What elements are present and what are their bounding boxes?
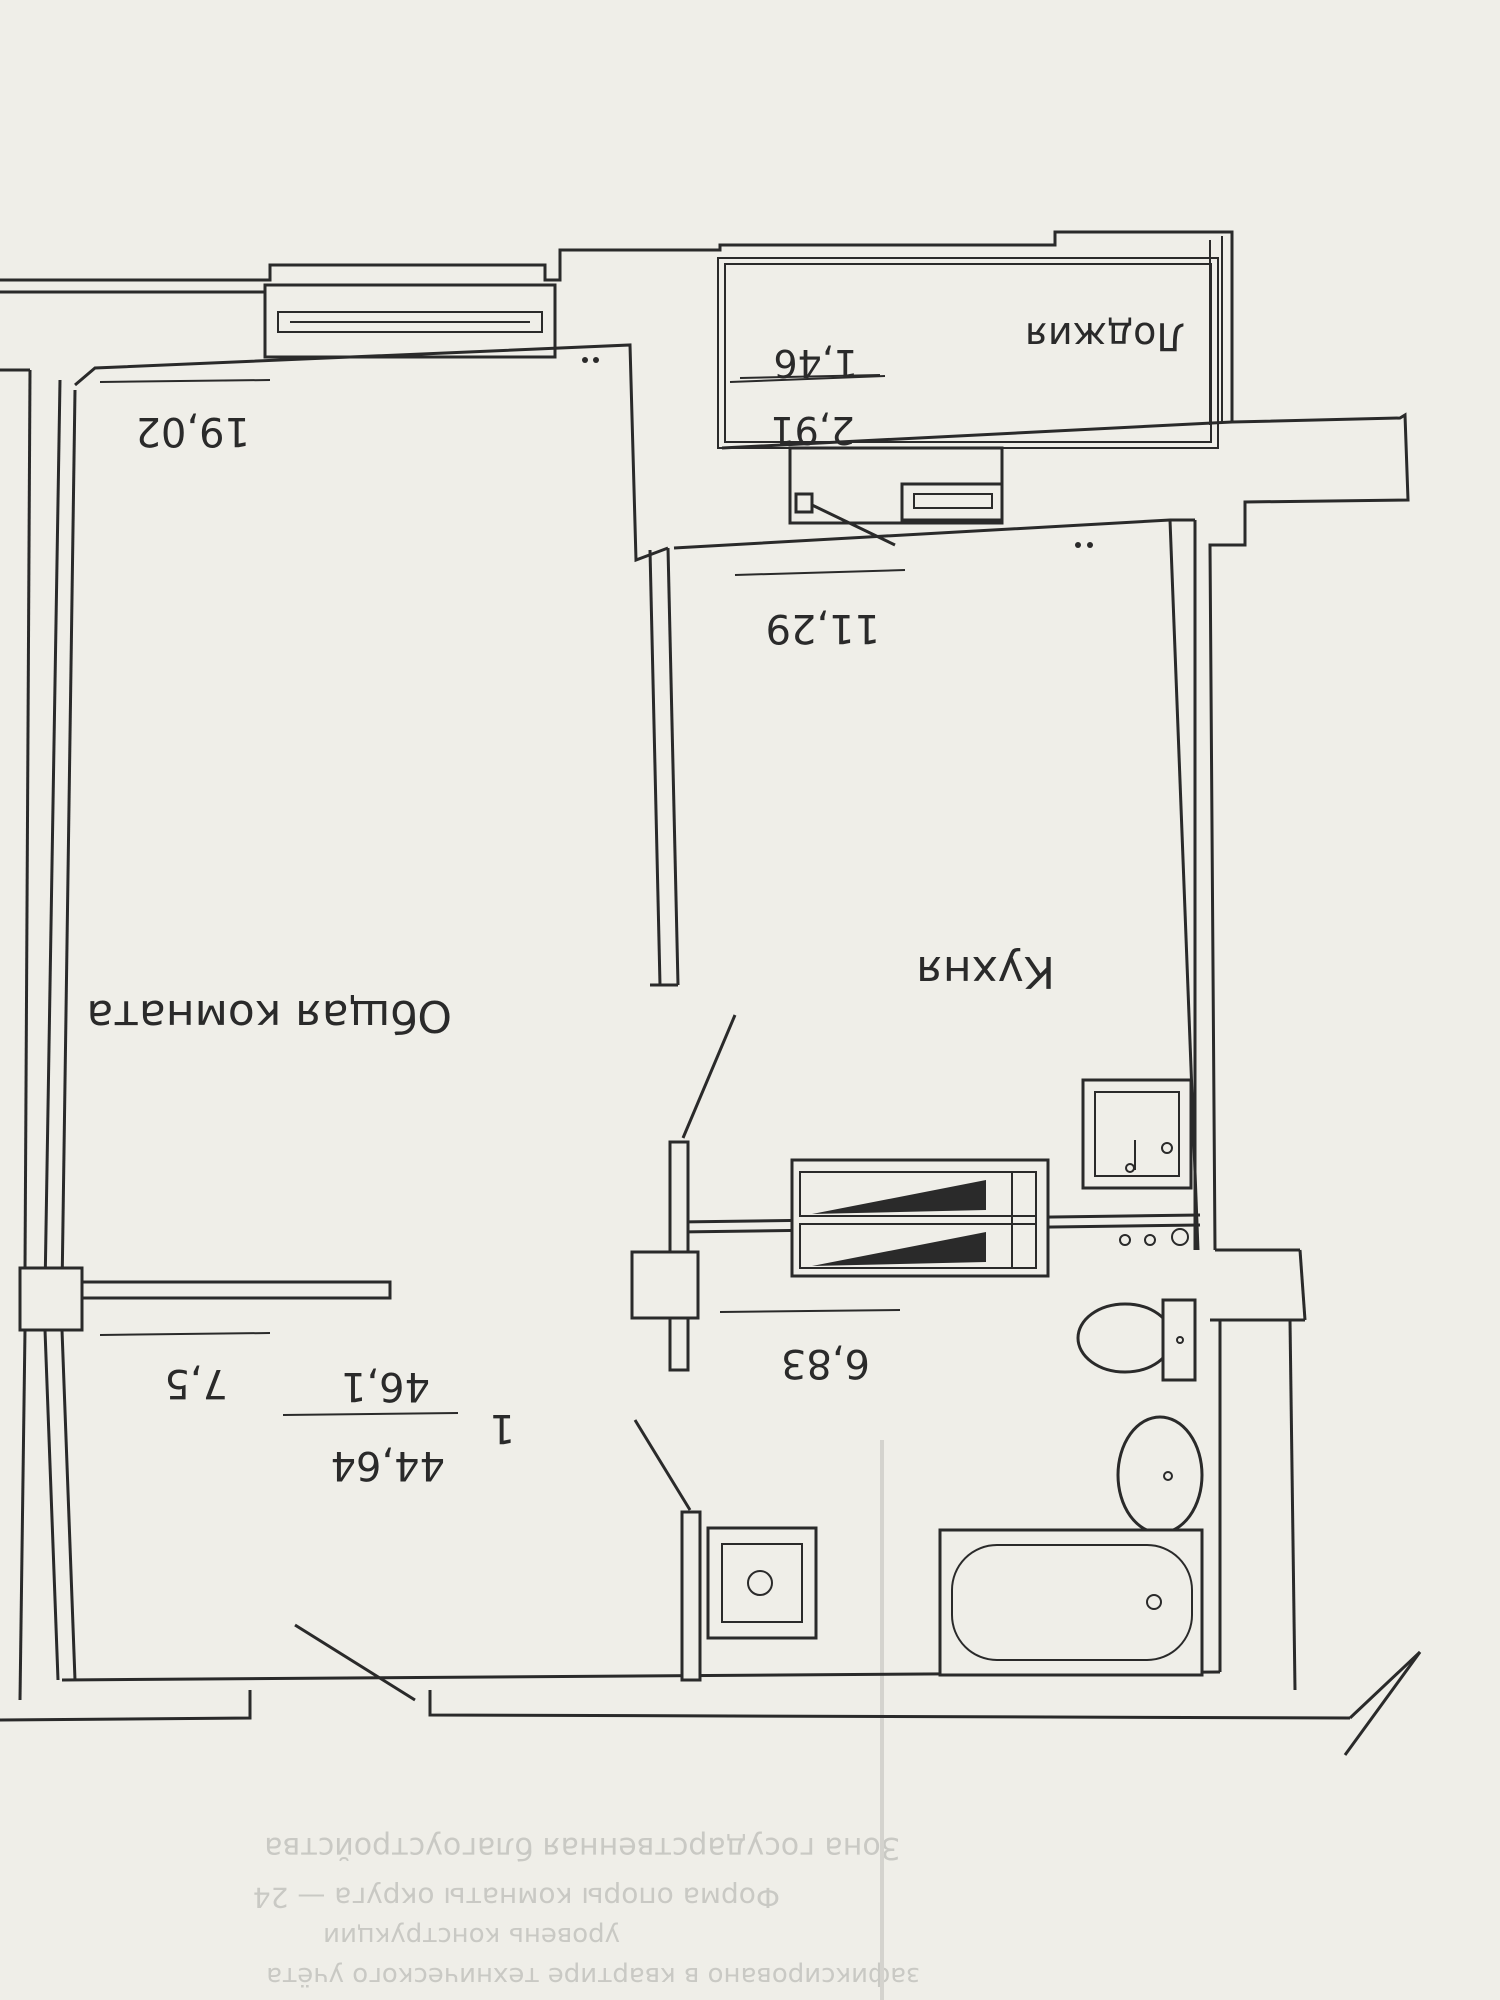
kitchen-name: Кухня — [916, 946, 1055, 997]
hall-area: 7,5 — [164, 1360, 228, 1406]
partitions — [80, 1014, 737, 1702]
toilet — [1076, 1302, 1174, 1374]
apartment-number: 1 — [490, 1405, 515, 1451]
bleed-through-text: Зона государственная благоустройства Фор… — [253, 1440, 920, 2000]
living-room-name: Общая комната — [86, 990, 452, 1041]
loggia-area-reduced: 1,46 — [773, 341, 858, 385]
bleed-line-3: уровень конструкции — [323, 1921, 620, 1951]
bathroom-area: 6,83 — [781, 1340, 870, 1386]
door-leaf-bathroom — [633, 1419, 692, 1511]
door-leaf-entrance — [294, 1623, 416, 1702]
living-room-area: 19,02 — [135, 408, 250, 454]
total-area: 46,1 — [341, 1363, 430, 1409]
washbasin — [1116, 1415, 1204, 1535]
balcony-door-leaf — [811, 503, 896, 547]
room-labels: Общая комната 19,02 Кухня 11,29 Лоджия 2… — [86, 314, 1185, 1488]
partition-hall — [80, 1280, 392, 1300]
area-underlines — [99, 374, 906, 1416]
bathtub — [938, 1528, 1204, 1677]
pillar-hall — [630, 1250, 700, 1320]
window-kitchen — [900, 482, 1004, 522]
kitchen-area: 11,29 — [765, 605, 880, 651]
partition-bath-bottom — [680, 1510, 702, 1682]
loggia-area: 2,91 — [770, 408, 855, 452]
outer-walls — [0, 230, 1422, 1756]
bleed-line-4: зафиксировано в квартире технического уч… — [266, 1961, 920, 1991]
living-area-total: 44,64 — [330, 1442, 445, 1488]
bleed-line-2: Форма опоры комнаты округа — 24 — [253, 1881, 780, 1914]
bleed-line-1: Зона государственная благоустройства — [264, 1830, 900, 1865]
bleed-frame-line — [880, 1440, 884, 2000]
pillar-left — [18, 1266, 84, 1332]
door-leaf-kitchen — [681, 1014, 737, 1139]
loggia-name: Лоджия — [1025, 314, 1185, 358]
sink-kitchen — [1081, 1078, 1193, 1190]
fixtures — [582, 357, 1204, 1677]
washing-machine — [706, 1526, 818, 1640]
